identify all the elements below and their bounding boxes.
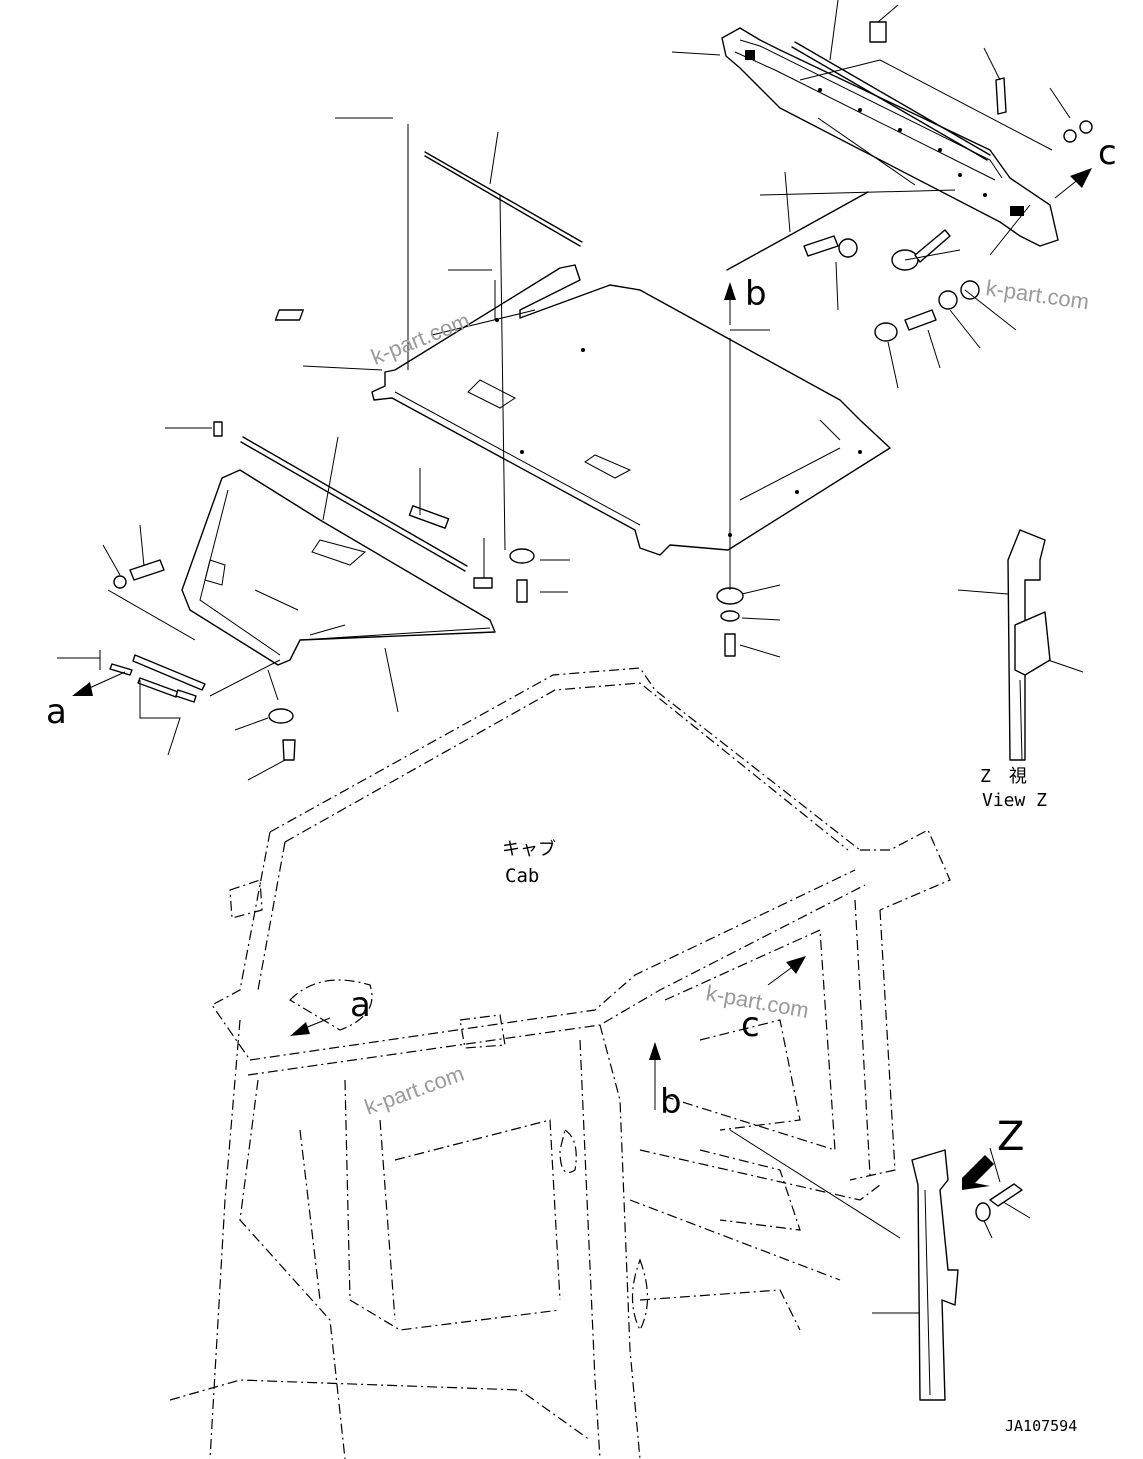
watermark-2: k-part.com: [984, 275, 1090, 314]
label-c: c: [1098, 133, 1117, 173]
label-view-z-jp: Z 視: [980, 766, 1027, 787]
arrow-b-top: [724, 282, 736, 325]
leader-lines: [57, 0, 1084, 1314]
arrow-z-icon: [962, 1155, 994, 1190]
clips-detail-a: [109, 654, 206, 703]
label-c-cab: c: [741, 1005, 760, 1045]
pad-top-left: [274, 309, 304, 321]
clip-left-panel: [473, 577, 493, 589]
pad-left-panel: [408, 505, 450, 529]
label-cab-en: Cab: [505, 865, 539, 887]
cab-frame: [169, 667, 951, 1459]
arrow-a: [72, 671, 126, 696]
seal-strip-upper-right: [726, 191, 869, 271]
seal-strip-upper-left: [424, 151, 583, 243]
side-finisher-bracket: [911, 1149, 959, 1401]
seal-strip-left: [242, 436, 468, 567]
arrow-b-cab: [649, 1042, 661, 1110]
label-b-cab: b: [660, 1082, 682, 1122]
roof-panel: [371, 264, 891, 556]
bolt-washer-finisher: [975, 1183, 1023, 1222]
label-a-cab: a: [350, 985, 371, 1025]
drawing-number: JA107594: [1005, 1417, 1077, 1435]
upper-rear-seal-strip: [791, 41, 991, 161]
fasteners-center: [509, 548, 744, 657]
clip-top: [995, 77, 1007, 115]
view-z-bracket: [1007, 529, 1051, 761]
cushion-pad-top: [869, 21, 887, 43]
label-a: a: [46, 692, 67, 732]
left-roof-panel: [181, 469, 496, 666]
arrow-c: [1054, 168, 1092, 199]
arrow-c-cab: [767, 956, 806, 986]
washer-bolt-left-bottom: [268, 708, 296, 761]
label-cab-jp: キャブ: [502, 838, 556, 860]
bolt-left-top: [113, 559, 165, 589]
watermark-4: k-part.com: [361, 1061, 467, 1120]
label-b-top: b: [745, 274, 767, 314]
upper-rear-cover: [721, 27, 1059, 247]
arrow-a-cab: [290, 1017, 331, 1036]
fasteners-right: [803, 229, 980, 342]
label-view-z-en: View Z: [982, 790, 1047, 811]
label-view-arrow-z: Z: [997, 1114, 1024, 1160]
pin-left: [213, 421, 223, 437]
nuts-top-right: [1063, 120, 1093, 143]
